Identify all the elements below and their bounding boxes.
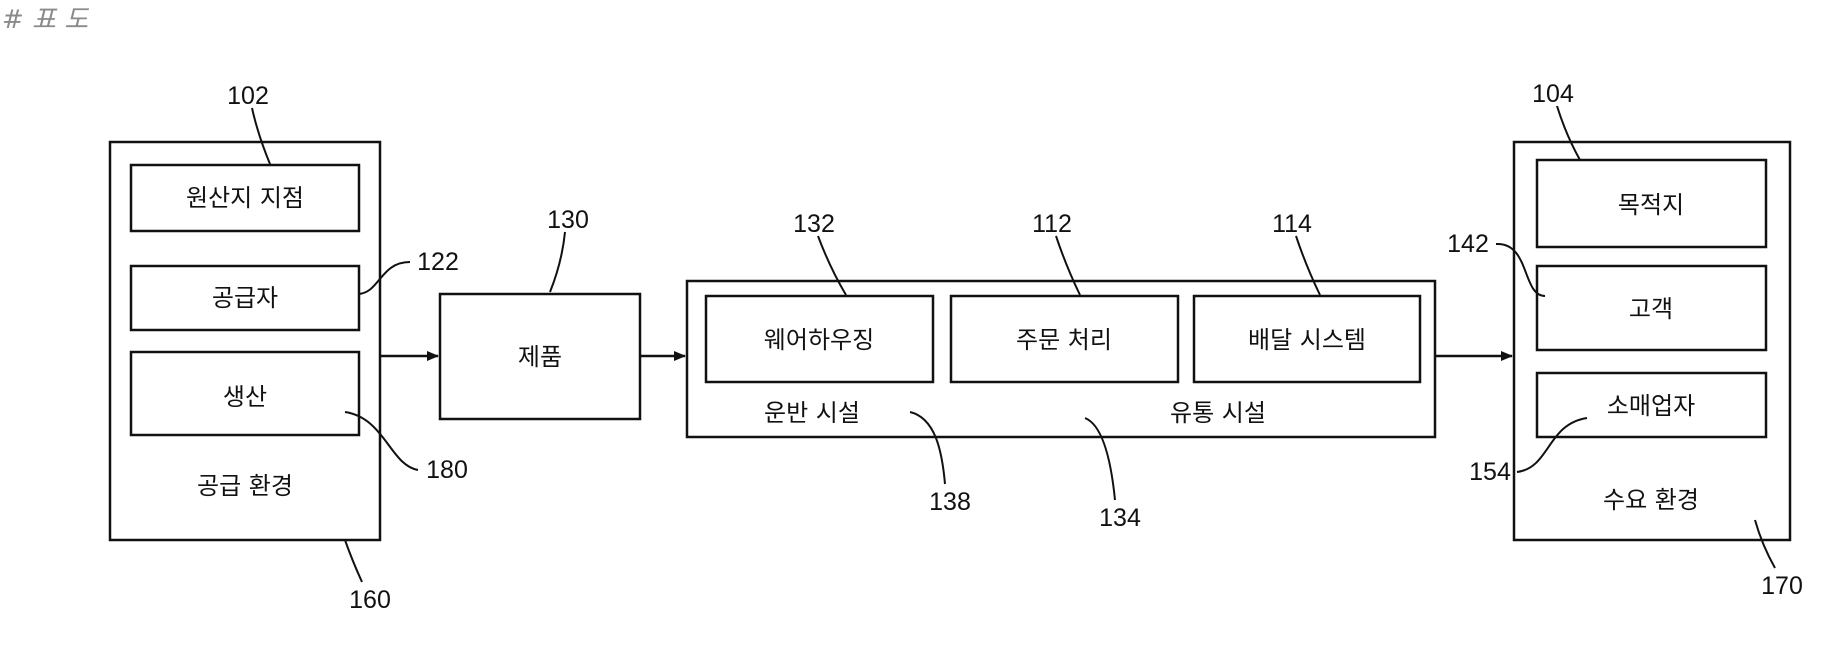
retailer-label: 소매업자 (1607, 392, 1695, 420)
product-label: 제품 (518, 343, 562, 371)
warehousing-label: 웨어하우징 (764, 326, 874, 354)
supply-environment-label: 공급 환경 (197, 472, 293, 500)
supplier-label: 공급자 (212, 284, 278, 312)
customer-label: 고객 (1629, 295, 1673, 323)
ref-134: 134 (1099, 504, 1141, 532)
production-label: 생산 (223, 383, 267, 411)
demand-environment-label: 수요 환경 (1603, 486, 1699, 514)
order-processing-label: 주문 처리 (1016, 326, 1112, 354)
ref-114: 114 (1272, 210, 1312, 238)
ref-102: 102 (227, 82, 269, 110)
handling-facility-label: 운반 시설 (764, 399, 860, 427)
ref-132: 132 (793, 210, 835, 238)
ref-142: 142 (1447, 230, 1489, 258)
ref-122: 122 (417, 248, 459, 276)
leader-160 (345, 540, 362, 582)
ref-180: 180 (426, 456, 468, 484)
ref-104: 104 (1532, 80, 1574, 108)
origin-label: 원산지 지점 (186, 184, 304, 212)
ref-138: 138 (929, 488, 971, 516)
ref-170: 170 (1761, 572, 1803, 600)
ref-154: 154 (1469, 458, 1511, 486)
figure-header: # 표 도 (2, 5, 89, 35)
leader-130 (550, 232, 565, 292)
ref-160: 160 (349, 586, 391, 614)
delivery-system-label: 배달 시스템 (1248, 326, 1366, 354)
ref-112: 112 (1032, 210, 1072, 238)
ref-130: 130 (547, 206, 589, 234)
destination-label: 목적지 (1618, 191, 1684, 219)
distribution-facility-label: 유통 시설 (1170, 399, 1266, 427)
